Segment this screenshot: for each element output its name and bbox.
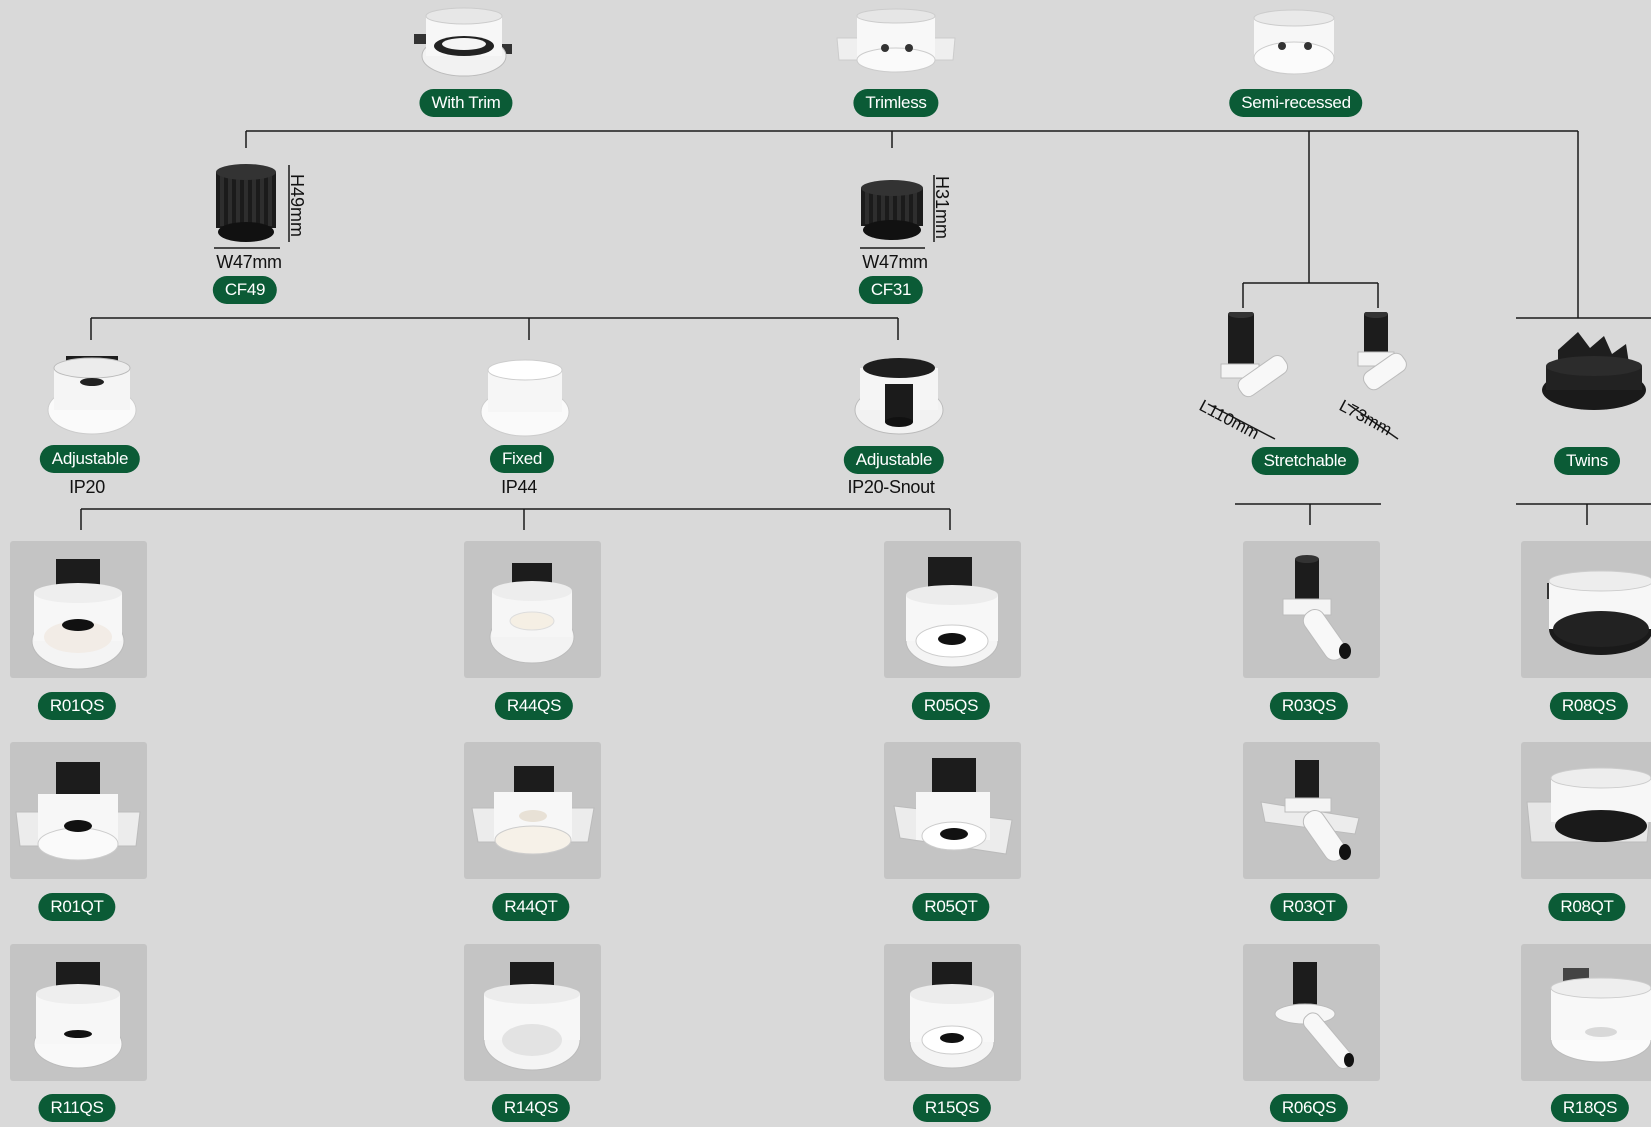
fixed-cup-icon xyxy=(478,356,572,438)
downlight-product-icon xyxy=(893,758,1013,855)
mount-type-pill: Trimless xyxy=(853,89,939,117)
product-code-pill: R08QS xyxy=(1549,692,1629,720)
twins-pill: Twins xyxy=(1554,447,1620,475)
downlight-product-icon xyxy=(33,962,123,1069)
product-tile[interactable] xyxy=(884,541,1021,678)
snout-cup-icon xyxy=(852,354,946,438)
module-width-label: W47mm xyxy=(216,252,282,272)
product-code-pill: R06QS xyxy=(1269,1094,1349,1122)
product-code-pill: R14QS xyxy=(491,1094,571,1122)
heatsink-tall-icon xyxy=(212,160,280,246)
product-tile[interactable] xyxy=(464,944,601,1081)
module-pill: CF49 xyxy=(212,276,278,304)
product-tile[interactable] xyxy=(10,944,147,1081)
product-code-pill: R05QS xyxy=(911,692,991,720)
product-tile[interactable] xyxy=(1243,742,1380,879)
trimless-housing-icon xyxy=(835,8,957,74)
optic-type-pill: Adjustable xyxy=(843,446,945,474)
product-code-pill: R18QS xyxy=(1550,1094,1630,1122)
twins-product-icon xyxy=(1526,767,1651,843)
mount-type-pill: Semi-recessed xyxy=(1229,89,1363,117)
optic-type-pill: Fixed xyxy=(489,445,555,473)
downlight-product-icon xyxy=(489,563,575,664)
twins-product-icon xyxy=(1550,968,1651,1063)
product-code-pill: R44QT xyxy=(492,893,570,921)
twin-spot-icon xyxy=(1538,330,1651,420)
product-tile[interactable] xyxy=(1521,742,1651,879)
module-height-label: H31mm xyxy=(932,176,952,240)
product-code-pill: R44QS xyxy=(494,692,574,720)
product-code-pill: R03QS xyxy=(1269,692,1349,720)
stretchable-product-icon xyxy=(1260,760,1360,862)
product-code-pill: R15QS xyxy=(912,1094,992,1122)
product-code-pill: R01QT xyxy=(38,893,116,921)
adjustable-cup-icon xyxy=(44,352,140,436)
ip-rating-label: IP20-Snout xyxy=(847,477,935,497)
twins-product-icon xyxy=(1547,570,1651,655)
product-tile[interactable] xyxy=(1243,541,1380,678)
product-tile[interactable] xyxy=(1521,944,1651,1081)
product-code-pill: R08QT xyxy=(1548,893,1626,921)
downlight-product-icon xyxy=(483,962,581,1071)
product-tile[interactable] xyxy=(464,541,601,678)
module-width-label: W47mm xyxy=(862,252,928,272)
product-code-pill: R01QS xyxy=(37,692,117,720)
ip-rating-label: IP20 xyxy=(69,477,105,497)
downlight-product-icon xyxy=(15,762,141,861)
product-code-pill: R11QS xyxy=(38,1094,116,1122)
heatsink-short-icon xyxy=(857,176,927,244)
optic-type-pill: Adjustable xyxy=(39,445,141,473)
stretchable-product-icon xyxy=(1282,555,1351,661)
product-tile[interactable] xyxy=(1521,541,1651,678)
product-tile[interactable] xyxy=(10,541,147,678)
product-code-pill: R05QT xyxy=(912,893,990,921)
product-tile[interactable] xyxy=(884,742,1021,879)
product-tile[interactable] xyxy=(10,742,147,879)
downlight-product-icon xyxy=(31,559,125,670)
telescopic-spot-icon xyxy=(1215,312,1295,412)
downlight-product-icon xyxy=(909,962,995,1069)
module-pill: CF31 xyxy=(858,276,924,304)
product-tile[interactable] xyxy=(464,742,601,879)
downlight-product-icon xyxy=(471,766,595,855)
stretchable-product-icon xyxy=(1274,962,1354,1070)
with-trim-housing-icon xyxy=(412,6,516,78)
product-tile[interactable] xyxy=(884,944,1021,1081)
product-tile[interactable] xyxy=(1243,944,1380,1081)
module-height-label: H49mm xyxy=(287,174,307,238)
product-code-pill: R03QT xyxy=(1270,893,1348,921)
telescopic-spot-icon xyxy=(1348,312,1418,412)
ip-rating-label: IP44 xyxy=(501,477,537,497)
mount-type-pill: With Trim xyxy=(419,89,513,117)
stretchable-pill: Stretchable xyxy=(1251,447,1359,475)
downlight-product-icon xyxy=(905,557,999,668)
semi-recessed-housing-icon xyxy=(1252,8,1336,76)
